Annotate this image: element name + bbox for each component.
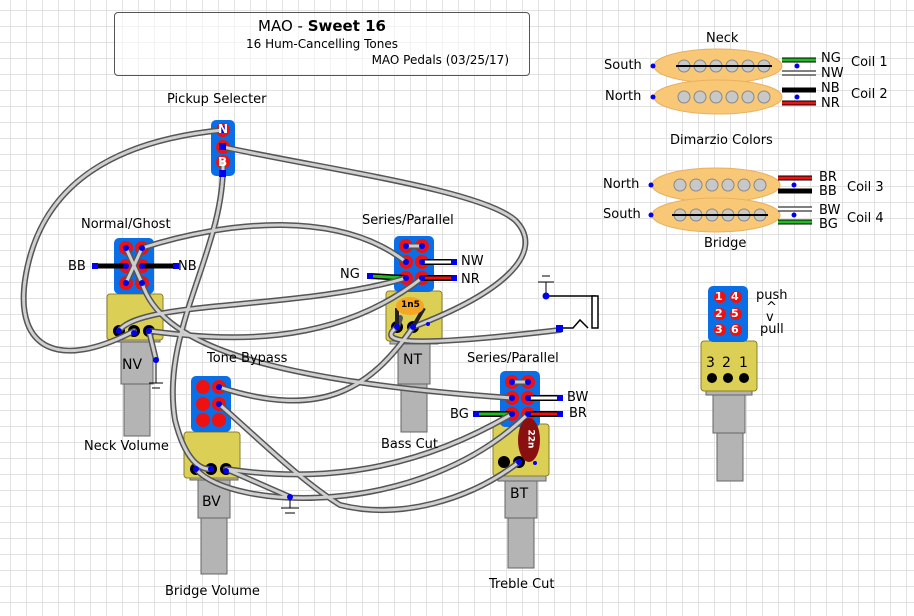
- neck-pickup-label: Neck: [706, 31, 739, 46]
- tag-nr: NR: [461, 272, 480, 287]
- pin-4: 4: [731, 290, 739, 303]
- capacitor-22n: [518, 418, 540, 462]
- diagram-title: MAO - Sweet 16: [258, 17, 386, 35]
- title-block: MAO - Sweet 16 16 Hum-Cancelling Tones M…: [114, 12, 530, 76]
- tone-bypass-switch[interactable]: [191, 376, 231, 432]
- coil-1-label: Coil 1: [851, 55, 888, 70]
- output-jack[interactable]: [546, 295, 599, 329]
- neck-wire-nr: NR: [821, 96, 840, 111]
- lug-3-label: 3: [706, 355, 715, 371]
- pickup-leads: [778, 57, 816, 225]
- series-parallel-bridge-label: Series/Parallel: [467, 351, 559, 366]
- capacitor-1n5: [395, 297, 426, 329]
- pin-3: 3: [715, 323, 723, 336]
- pin-5: 5: [731, 307, 739, 320]
- bridge-wire-bg: BG: [819, 217, 838, 232]
- legend-push-pull-switch: [708, 286, 748, 342]
- diagram-credit: MAO Pedals (03/25/17): [371, 53, 509, 67]
- pot-bv-label: BV: [202, 494, 221, 510]
- selector-n-label: N: [218, 122, 229, 136]
- pin-1: 1: [715, 290, 723, 303]
- lug-1-label: 1: [739, 355, 748, 371]
- bridge-coil3-pole: North: [603, 177, 640, 192]
- bridge-wire-br: BR: [819, 170, 837, 185]
- neck-wire-ng: NG: [821, 51, 841, 66]
- dimarzio-colors-label: Dimarzio Colors: [670, 133, 773, 148]
- tag-br: BR: [569, 406, 587, 421]
- tag-nw: NW: [461, 254, 484, 269]
- up-arrow-icon: ^: [766, 300, 777, 315]
- tag-bw: BW: [567, 390, 589, 405]
- neck-wire-nb: NB: [821, 81, 840, 96]
- cables: [20, 127, 563, 513]
- coil-3-label: Coil 3: [847, 180, 884, 195]
- pot-bt-label: BT: [510, 486, 529, 502]
- bridge-volume-label: Bridge Volume: [165, 584, 260, 599]
- pull-label: pull: [760, 322, 784, 337]
- bass-cut-label: Bass Cut: [381, 437, 438, 452]
- neck-pickup[interactable]: [653, 48, 783, 115]
- connection-nodes: [92, 63, 800, 500]
- pin-6: 6: [731, 323, 739, 336]
- coil-windings: [672, 65, 772, 216]
- neck-coil2-pole: North: [605, 89, 642, 104]
- tag-nb: NB: [178, 259, 197, 274]
- tag-bg: BG: [450, 407, 469, 422]
- ground-symbols: [149, 275, 554, 514]
- cap-22n-label: 22n: [525, 429, 536, 449]
- tone-bypass-label: Tone Bypass: [207, 351, 288, 366]
- lug-2-label: 2: [722, 355, 731, 371]
- neck-wire-nw: NW: [821, 66, 844, 81]
- normal-ghost-label: Normal/Ghost: [81, 217, 171, 232]
- neck-volume-label: Neck Volume: [84, 439, 169, 454]
- bridge-wire-bw: BW: [819, 203, 841, 218]
- coil-2-label: Coil 2: [851, 87, 888, 102]
- neck-coil1-pole: South: [604, 58, 642, 73]
- pickup-selector-label: Pickup Selecter: [167, 92, 267, 107]
- pin-2: 2: [715, 307, 723, 320]
- push-label: push: [756, 288, 788, 303]
- treble-cut-label: Treble Cut: [489, 577, 555, 592]
- down-arrow-icon: v: [766, 310, 774, 325]
- bridge-pickup-label: Bridge: [704, 236, 747, 251]
- series-parallel-neck-label: Series/Parallel: [362, 213, 454, 228]
- coil-4-label: Coil 4: [847, 211, 884, 226]
- pot-nv-label: NV: [122, 357, 143, 373]
- diagram-subtitle: 16 Hum-Cancelling Tones: [246, 37, 398, 51]
- bridge-pickup[interactable]: [651, 167, 781, 233]
- tag-bb: BB: [68, 259, 86, 274]
- pot-nt-label: NT: [403, 352, 423, 368]
- bridge-coil4-pole: South: [603, 207, 641, 222]
- bridge-wire-bb: BB: [819, 184, 837, 199]
- cap-1n5-label: 1n5: [401, 300, 420, 310]
- tag-ng: NG: [340, 267, 360, 282]
- selector-b-label: B: [218, 155, 228, 169]
- legend-push-pull-pot: [700, 340, 758, 482]
